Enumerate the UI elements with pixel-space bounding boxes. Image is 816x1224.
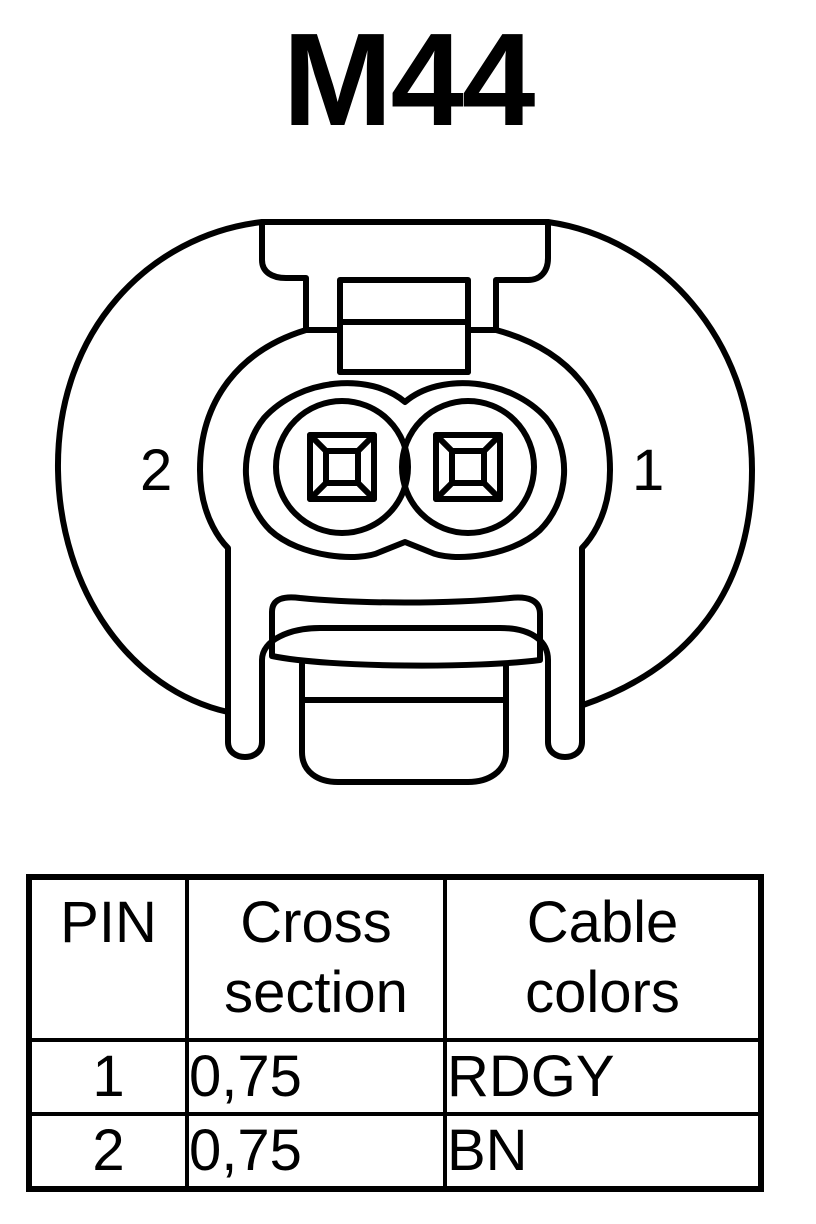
pin-1-label: 1	[632, 438, 664, 503]
table-header-row: PIN Cross section Cable colors	[27, 875, 763, 1042]
table-row: 2 0,75 BN	[27, 1112, 763, 1191]
connector-face-diagram: 2 1	[54, 219, 755, 785]
pin-number: 2	[27, 1112, 189, 1191]
pin-assignment-table: PIN Cross section Cable colors 1 0,75 RD…	[26, 874, 764, 1192]
top-latch	[259, 219, 551, 333]
pin-2-socket	[273, 398, 411, 536]
header-cross-section: Cross section	[185, 875, 447, 1042]
connector-title: M44	[282, 6, 536, 153]
cable-color-value: BN	[443, 1112, 763, 1191]
terminal-cavity	[243, 380, 567, 560]
inner-body-outline	[197, 327, 613, 760]
pin-1-socket	[399, 398, 537, 536]
outer-housing-outline	[54, 219, 755, 715]
header-cable-colors: Cable colors	[443, 875, 763, 1042]
cable-color-value: RDGY	[443, 1038, 763, 1116]
bottom-latch	[269, 594, 543, 669]
table-row: 1 0,75 RDGY	[27, 1038, 763, 1116]
pin-number: 1	[27, 1038, 189, 1116]
cross-section-value: 0,75	[185, 1038, 447, 1116]
cross-section-value: 0,75	[185, 1112, 447, 1191]
pin-2-label: 2	[140, 438, 172, 503]
header-pin: PIN	[27, 875, 189, 1042]
